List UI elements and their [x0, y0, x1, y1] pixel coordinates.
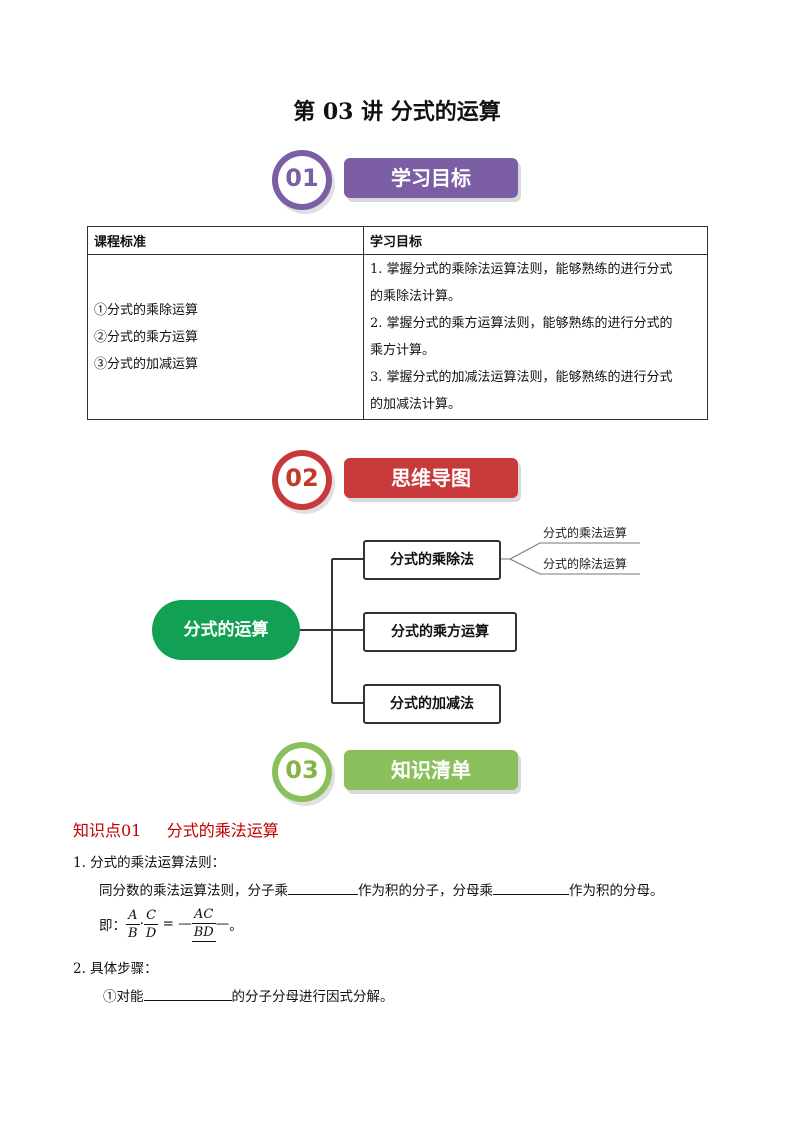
- page-title: 第 03 讲 分式的运算: [293, 99, 501, 125]
- mindmap-branch-node: 分式的乘除法: [363, 540, 501, 580]
- table-header-standard: 课程标准: [87, 226, 364, 255]
- rule-text-b: 作为积的分子，分母乘: [358, 883, 493, 899]
- step-1-a: ①对能: [103, 989, 144, 1005]
- section-number-circle: [272, 742, 332, 802]
- goals-cell: 1. 掌握分式的乘除法运算法则，能够熟练的进行分式 的乘除法计算。 2. 掌握分…: [363, 254, 708, 420]
- goal-line: 3. 掌握分式的加减法运算法则，能够熟练的进行分式: [370, 370, 673, 385]
- mindmap-branch-node: 分式的加减法: [363, 684, 501, 724]
- section-number: 02: [285, 464, 319, 492]
- standard-item: ①分式的乘除运算: [94, 302, 199, 318]
- goal-line: 的加减法计算。: [370, 397, 462, 412]
- learning-goals-table: 课程标准 学习目标 ①分式的乘除运算 ②分式的乘方运算 ③分式的加减运算 1. …: [87, 226, 708, 420]
- fill-blank: [143, 986, 232, 1001]
- formula-prefix: 即：: [99, 918, 126, 934]
- section-label: 思维导图: [344, 458, 518, 498]
- standard-item: ②分式的乘方运算: [94, 329, 199, 345]
- section-number-circle: [272, 150, 332, 210]
- mindmap-leaf-node: 分式的除法运算: [543, 557, 628, 571]
- rule-text-a: 同分数的乘法运算法则，分子乘: [99, 883, 288, 899]
- section-number-circle: [272, 450, 332, 510]
- goal-line: 的乘除法计算。: [370, 289, 462, 304]
- knowledge-point-title: 知识点01 分式的乘法运算: [73, 821, 279, 840]
- step-1-b: 的分子分母进行因式分解。: [231, 989, 394, 1005]
- formula-end: 。: [229, 918, 243, 934]
- steps-heading: 2. 具体步骤：: [73, 961, 158, 977]
- standard-item: ③分式的加减运算: [94, 356, 199, 372]
- goal-line: 2. 掌握分式的乘方运算法则，能够熟练的进行分式的: [370, 316, 673, 331]
- step-1: ①对能 的分子分母进行因式分解。: [103, 985, 394, 1005]
- goal-line: 乘方计算。: [370, 343, 436, 358]
- rule-heading: 1. 分式的乘法运算法则：: [73, 855, 226, 871]
- standards-cell: ①分式的乘除运算 ②分式的乘方运算 ③分式的加减运算: [87, 254, 364, 420]
- fill-blank: [288, 880, 358, 895]
- section-label: 知识清单: [344, 750, 518, 790]
- section-number: 01: [285, 164, 319, 192]
- fill-blank: [493, 880, 569, 895]
- goal-line: 1. 掌握分式的乘除法运算法则，能够熟练的进行分式: [370, 262, 673, 277]
- rule-text-c: 作为积的分母。: [569, 883, 664, 899]
- mindmap-branch-node: 分式的乘方运算: [363, 612, 517, 652]
- rule-text: 同分数的乘法运算法则，分子乘 作为积的分子，分母乘 作为积的分母。: [99, 879, 664, 899]
- section-label: 学习目标: [344, 158, 518, 198]
- section-number: 03: [285, 756, 319, 784]
- mindmap-leaf-node: 分式的乘法运算: [543, 526, 628, 540]
- mindmap-center-node: 分式的运算: [152, 600, 300, 660]
